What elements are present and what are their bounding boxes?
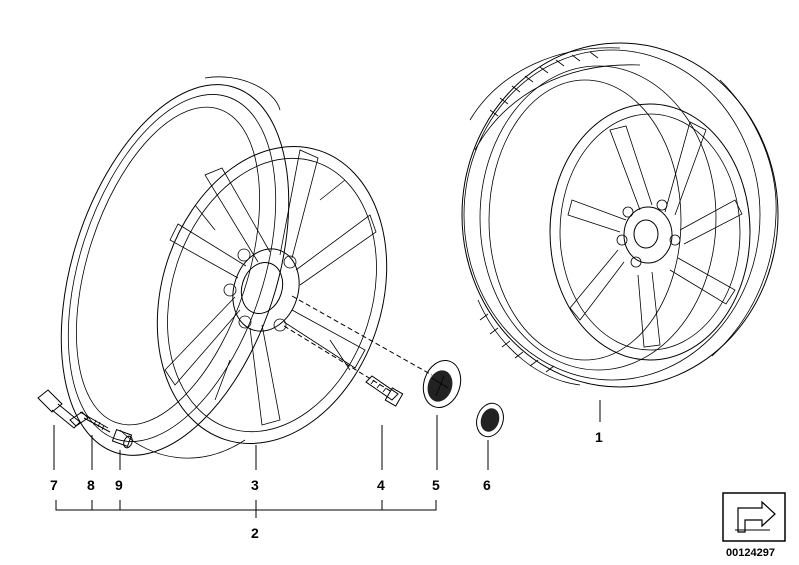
callout-1: 1 (595, 429, 603, 445)
valve-cap-part (111, 428, 133, 449)
arrow-return-icon[interactable] (722, 492, 786, 542)
callout-5: 5 (432, 477, 440, 493)
valve-part (37, 389, 89, 429)
callout-9: 9 (115, 477, 123, 493)
callout-6: 6 (483, 477, 491, 493)
diagram-code: 00124297 (726, 547, 775, 559)
valve-insert-part (79, 411, 111, 433)
wheel-bolt-part (365, 375, 404, 407)
callout-8: 8 (87, 477, 95, 493)
group-bracket (55, 500, 437, 511)
hubcap-leader-line (291, 295, 433, 376)
complete-wheel-tyre (461, 42, 779, 388)
callout-7: 7 (50, 477, 58, 493)
wheel-rim (60, 76, 388, 459)
callout-4: 4 (377, 477, 385, 493)
callout-3: 3 (251, 477, 259, 493)
emblem-part (476, 402, 504, 438)
callout-2: 2 (251, 525, 259, 541)
bolt-leader-line (283, 325, 393, 393)
hub-cap-part (422, 360, 462, 408)
